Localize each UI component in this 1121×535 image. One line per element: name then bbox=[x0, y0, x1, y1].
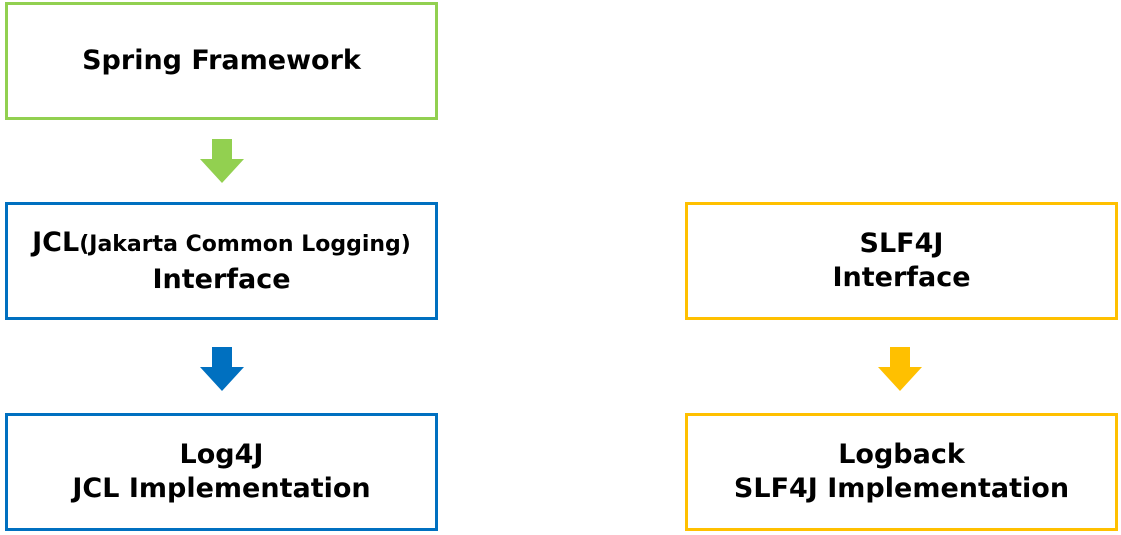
arrow-down-icon bbox=[200, 347, 244, 391]
slf4j-label: SLF4J bbox=[859, 228, 944, 259]
arrow-down-icon bbox=[200, 139, 244, 183]
jcl-interface-box: JCL(Jakarta Common Logging) Interface bbox=[5, 202, 438, 320]
jcl-label: JCL bbox=[32, 226, 80, 258]
slf4j-interface-label: Interface bbox=[832, 262, 971, 293]
arrow-down-icon bbox=[878, 347, 922, 391]
spring-framework-box: Spring Framework bbox=[5, 2, 438, 120]
spring-framework-label: Spring Framework bbox=[82, 45, 361, 76]
slf4j-interface-box: SLF4J Interface bbox=[685, 202, 1118, 320]
slf4j-implementation-label: SLF4J Implementation bbox=[733, 473, 1070, 504]
jcl-implementation-label: JCL Implementation bbox=[72, 473, 371, 504]
log4j-box: Log4J JCL Implementation bbox=[5, 413, 438, 531]
logback-label: Logback bbox=[838, 439, 965, 470]
jcl-title: JCL(Jakarta Common Logging) bbox=[32, 226, 411, 263]
jcl-interface-label: Interface bbox=[152, 263, 291, 295]
jcl-fullname-label: (Jakarta Common Logging) bbox=[79, 231, 411, 257]
log4j-label: Log4J bbox=[179, 439, 264, 470]
logback-box: Logback SLF4J Implementation bbox=[685, 413, 1118, 531]
